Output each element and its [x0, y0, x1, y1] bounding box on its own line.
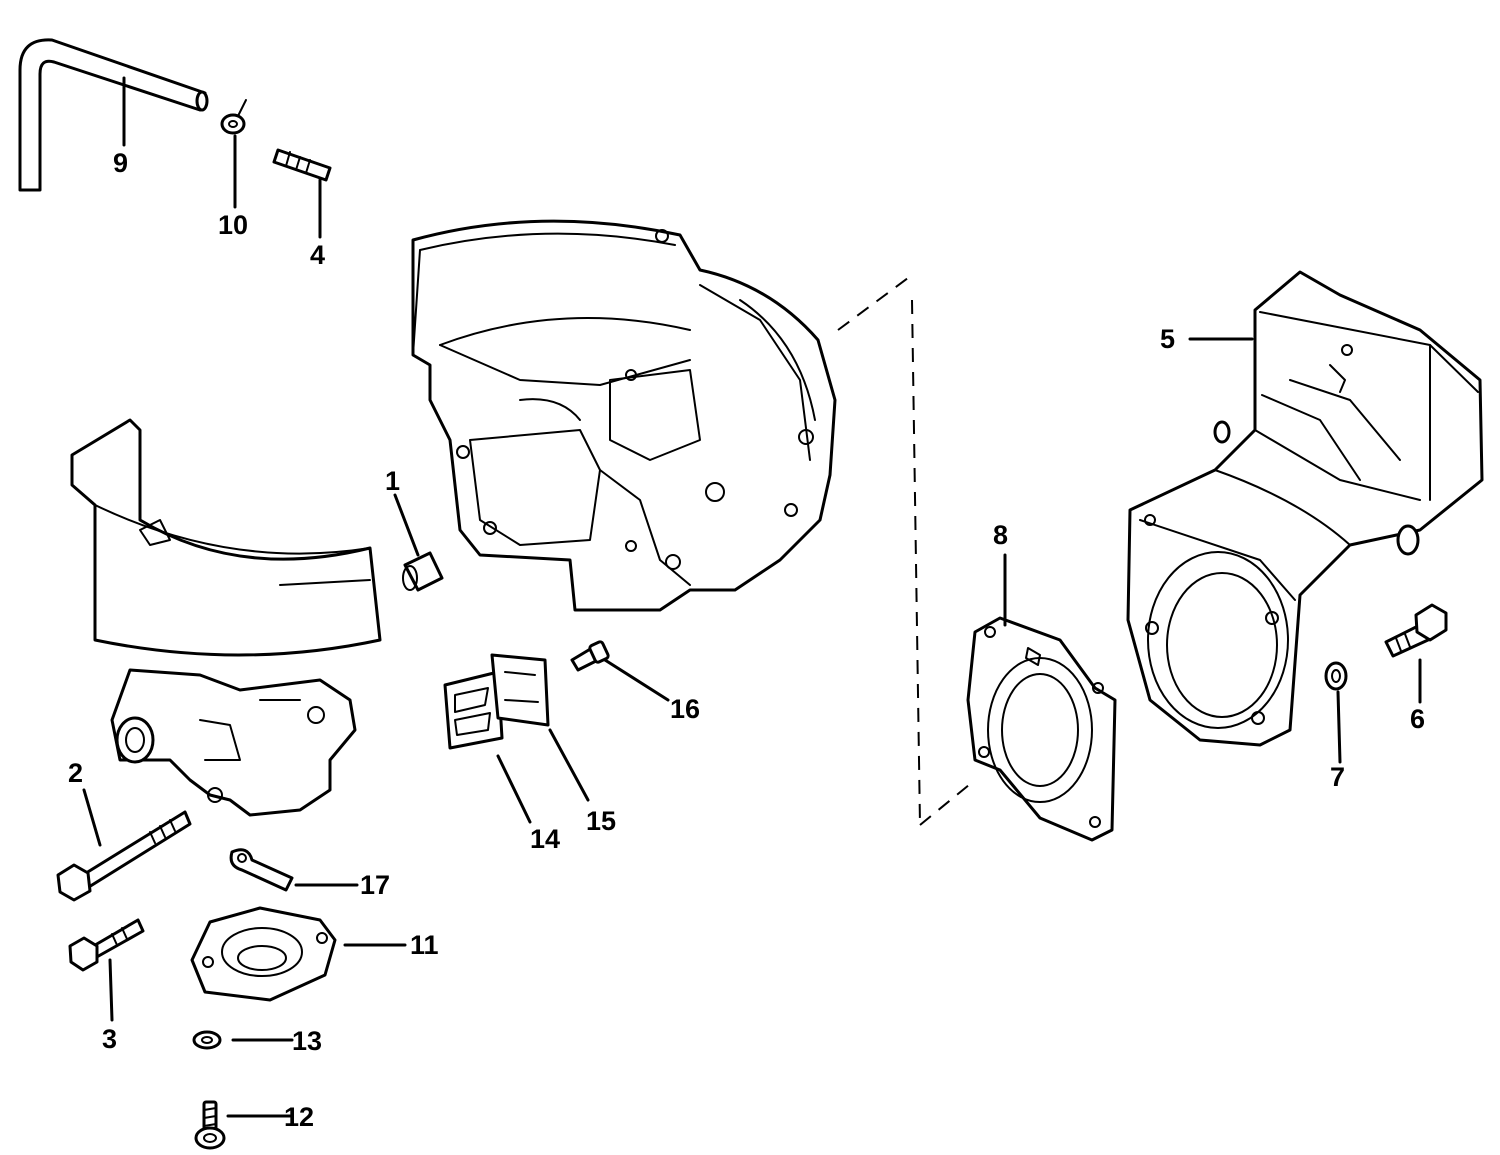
callout-10: 10: [218, 210, 249, 240]
callout-15: 15: [586, 806, 617, 836]
part-crankcase-body: [411, 219, 837, 612]
part-15-reed-plate: [490, 653, 550, 727]
callout-3: 3: [102, 1024, 118, 1054]
leader-lines: [82, 76, 1422, 1118]
callout-8: 8: [993, 520, 1009, 550]
part-17-tab: [229, 848, 294, 892]
callout-2: 2: [68, 758, 84, 788]
part-3-bolt: [68, 918, 145, 972]
part-6-bolt: [1384, 603, 1448, 658]
part-11-cover: [190, 906, 337, 1002]
part-14-reed-plate: [443, 670, 504, 750]
callout-9: 9: [113, 148, 129, 178]
part-lower-housing: [70, 418, 382, 817]
callout-17: 17: [360, 870, 391, 900]
callout-14: 14: [530, 824, 561, 854]
part-16-screw: [570, 640, 610, 672]
callout-13: 13: [292, 1026, 323, 1056]
callout-11: 11: [410, 930, 439, 960]
part-5-housing: [1126, 270, 1484, 747]
callout-5: 5: [1160, 324, 1176, 354]
callout-12: 12: [284, 1102, 315, 1132]
part-10-clip: [220, 99, 247, 135]
callout-7: 7: [1330, 762, 1346, 792]
part-8-gasket: [966, 616, 1117, 842]
part-12-screw: [194, 1100, 226, 1150]
part-7-washer: [1324, 661, 1348, 691]
callout-6: 6: [1410, 704, 1426, 734]
part-1-bushing: [402, 551, 444, 592]
part-13-washer: [192, 1030, 222, 1050]
callout-16: 16: [670, 694, 701, 724]
part-4-stud: [272, 148, 332, 182]
part-2-bolt: [56, 810, 192, 902]
callout-4: 4: [310, 240, 326, 270]
part-9-hose: [18, 38, 209, 192]
assembly-lines: [837, 274, 976, 826]
callout-1: 1: [385, 466, 401, 496]
